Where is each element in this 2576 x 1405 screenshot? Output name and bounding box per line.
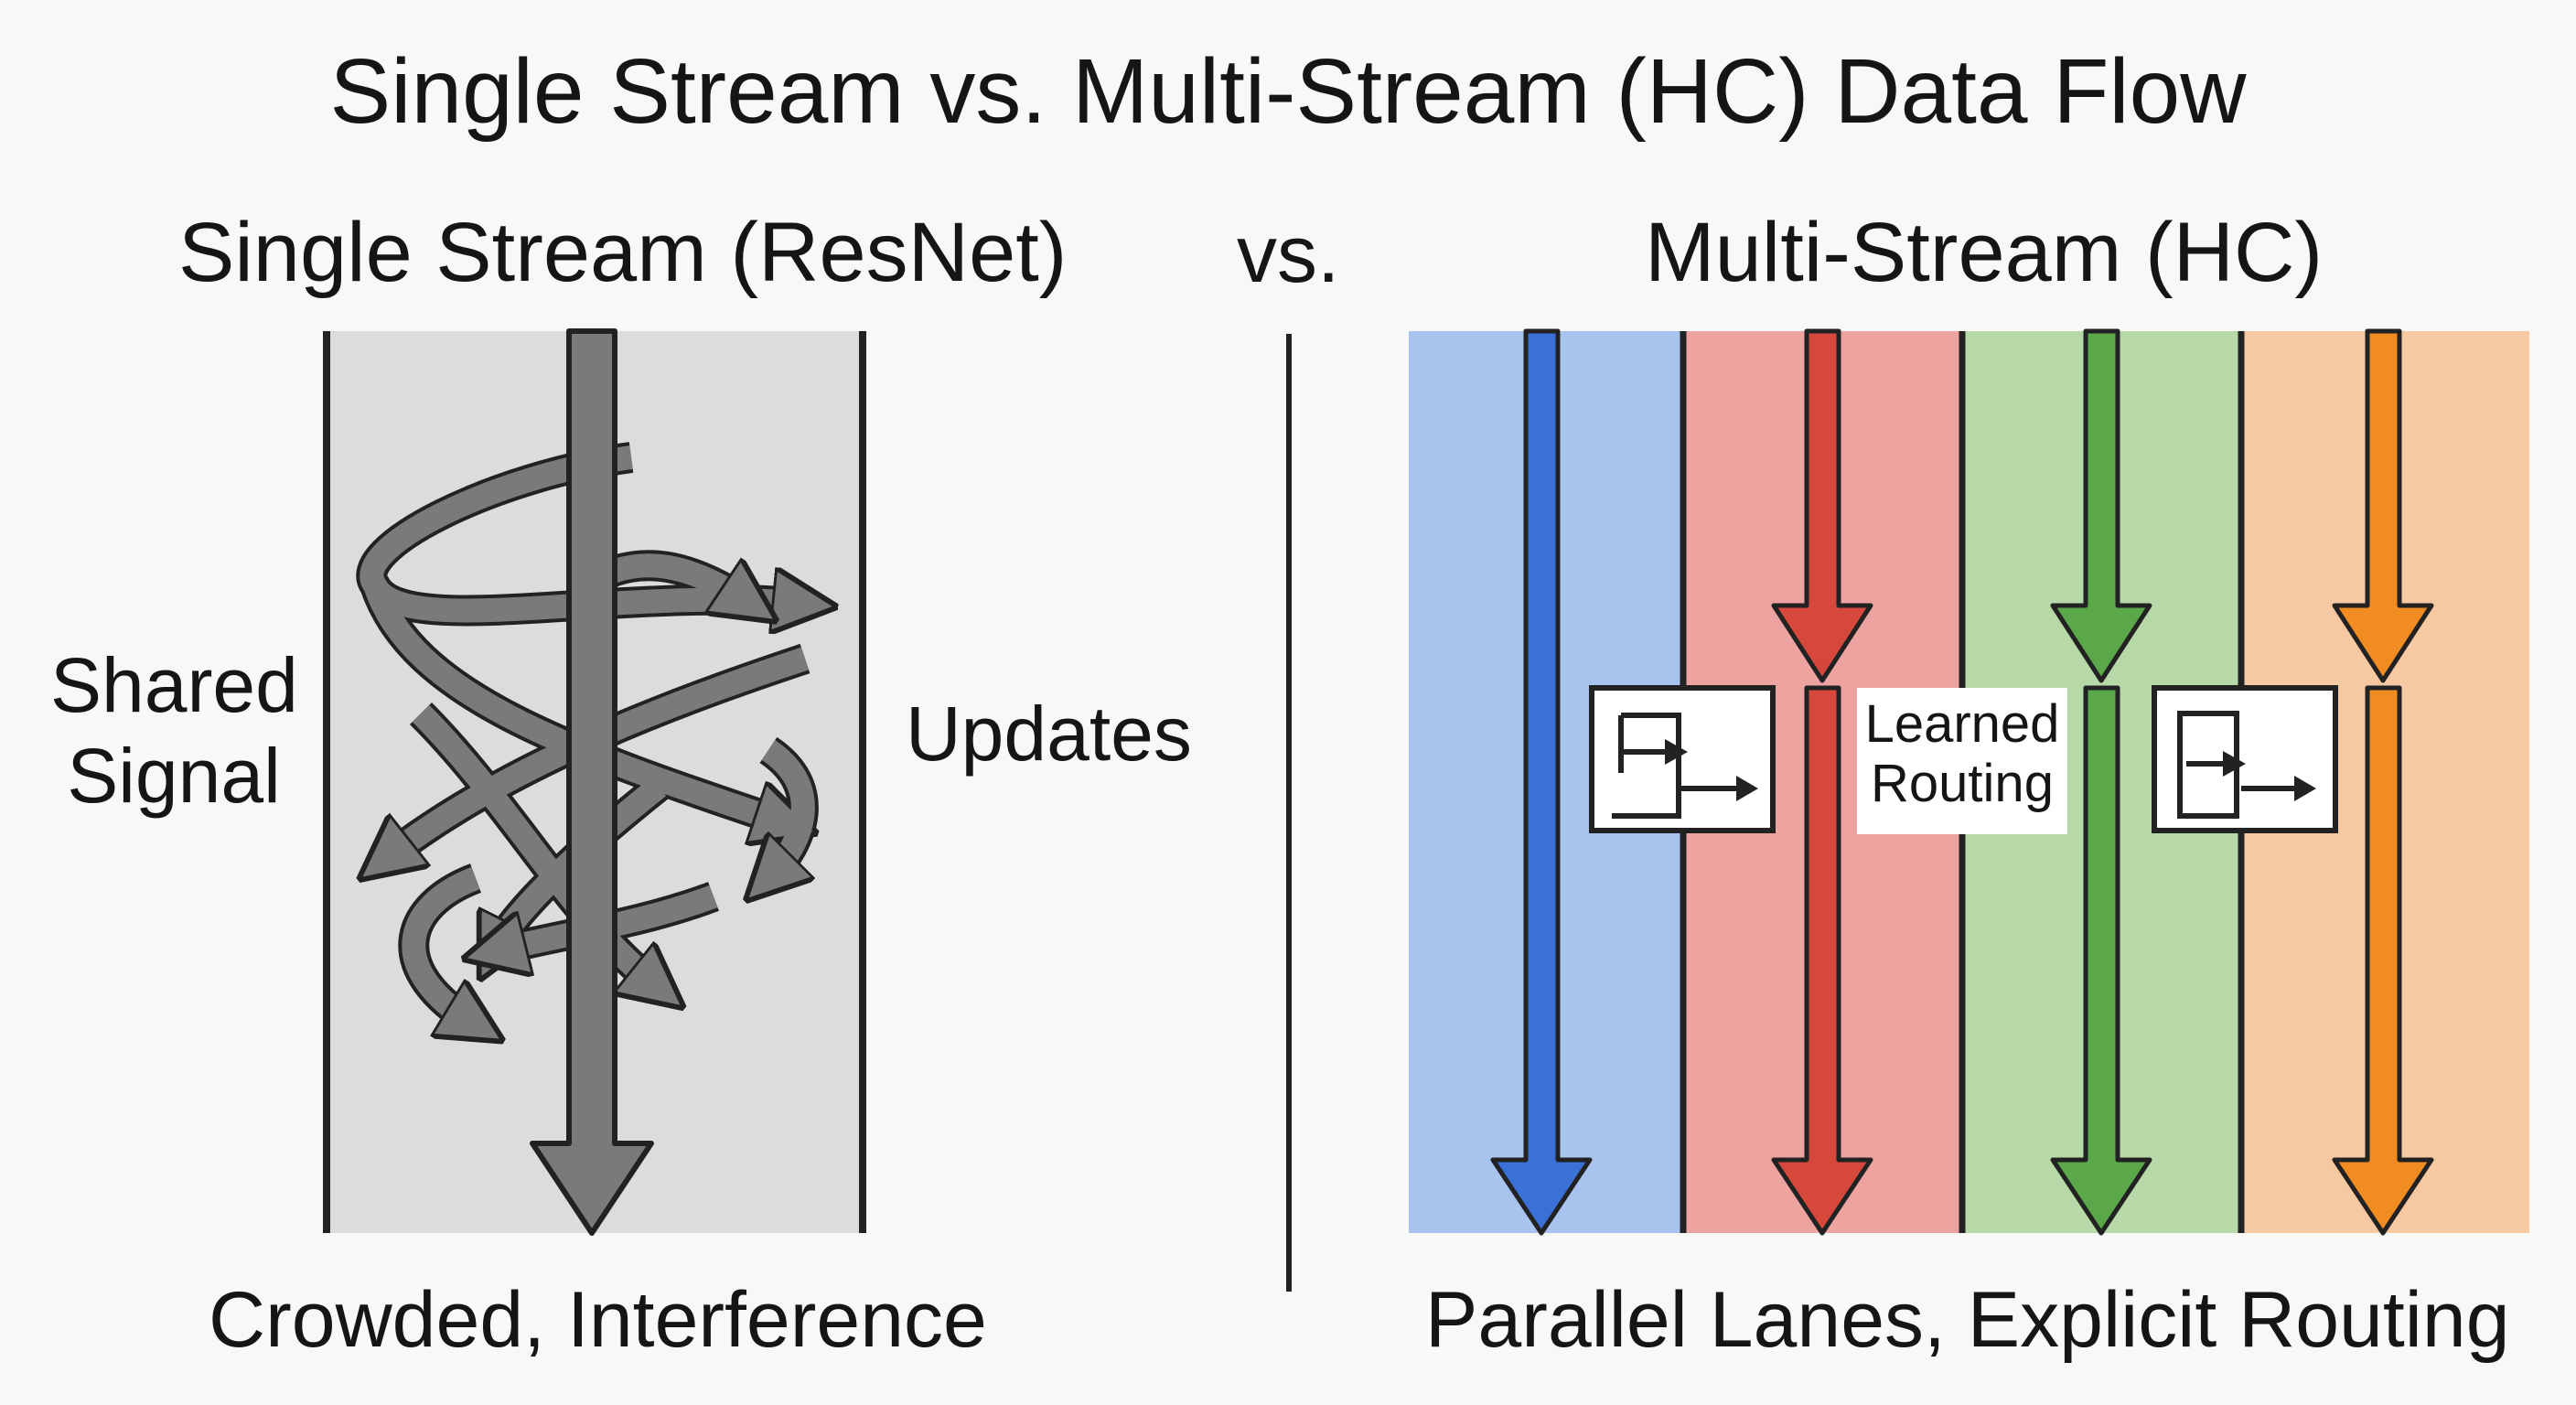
- routing-switch-icon: [2152, 685, 2338, 833]
- main-title: Single Stream vs. Multi-Stream (HC) Data…: [329, 40, 2247, 143]
- main-stream-arrow: [530, 328, 654, 1236]
- single-stream-panel: [323, 328, 866, 1236]
- lane-arrow-red-bottom: [1771, 685, 1873, 1236]
- lane-arrow-orange-top: [2332, 328, 2434, 683]
- multi-stream-heading: Multi-Stream (HC): [1645, 206, 2324, 299]
- lane-arrow-green-top: [2050, 328, 2152, 683]
- updates-label: Updates: [906, 691, 1192, 777]
- vs-label: vs.: [1237, 209, 1340, 299]
- update-arrow-6: [768, 740, 803, 878]
- routing-switch-icon: [1589, 685, 1776, 833]
- shared-signal-label: Shared Signal: [50, 642, 298, 820]
- lane-arrow-blue: [1490, 328, 1593, 1236]
- lane-arrow-red-top: [1771, 328, 1873, 683]
- multi-stream-caption: Parallel Lanes, Explicit Routing: [1425, 1276, 2510, 1364]
- lane-arrow-green-bottom: [2050, 685, 2152, 1236]
- update-arrow-5: [402, 866, 476, 1024]
- update-arrow-2: [363, 581, 787, 823]
- learned-routing-label: Learned Routing: [1857, 688, 2067, 834]
- lane-arrow-orange-bottom: [2332, 685, 2434, 1236]
- update-arrow-4: [412, 704, 659, 988]
- single-stream-caption: Crowded, Interference: [209, 1276, 987, 1364]
- single-stream-heading: Single Stream (ResNet): [178, 206, 1068, 299]
